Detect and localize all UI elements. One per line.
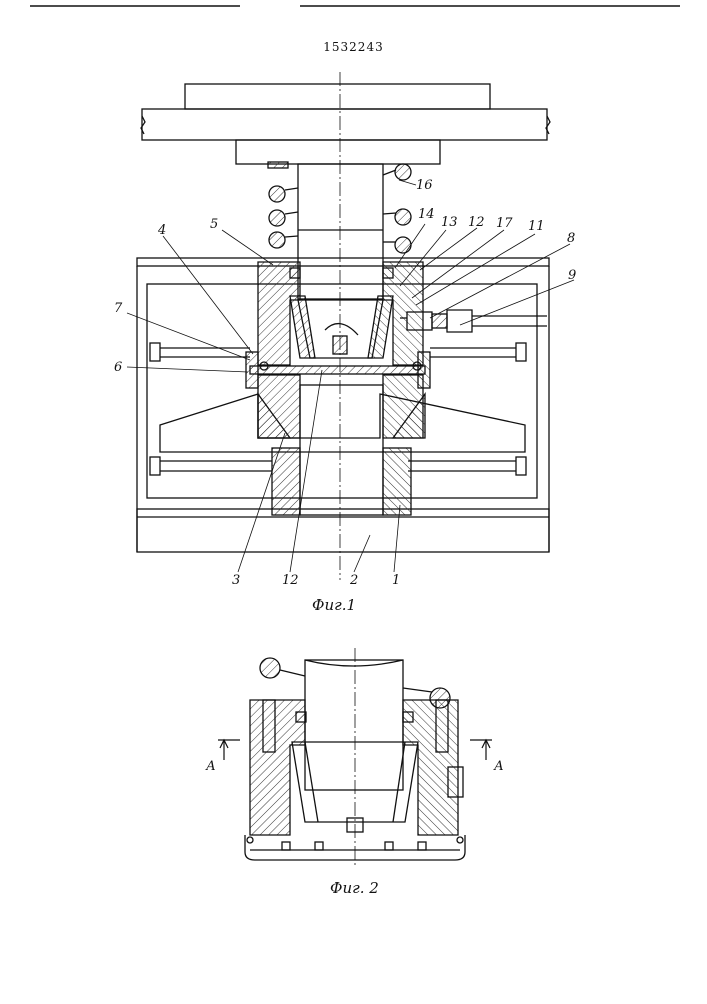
callout-4: 4 [157, 223, 166, 238]
callout-1: 1 [392, 573, 400, 588]
callout-8: 8 [567, 231, 575, 246]
upper-beam [142, 109, 547, 140]
spring-16 [268, 162, 411, 253]
membrane-11 [250, 366, 425, 374]
section-label-right: А [493, 759, 504, 774]
callout-9: 9 [568, 268, 576, 283]
callout-17: 17 [496, 216, 513, 231]
callout-6: 6 [114, 360, 122, 375]
callout-12: 11 [528, 219, 545, 234]
section-label-left: А [205, 759, 216, 774]
patent-number: 1532243 [0, 40, 707, 54]
lower-flange [160, 394, 525, 452]
callout-15: 14 [418, 207, 435, 222]
callout-2: 2 [349, 573, 358, 588]
callout-11: 12 [282, 573, 299, 588]
callout-13: 12 [468, 215, 485, 230]
adapter-plate [236, 140, 440, 164]
figure-2-caption: Фиг. 2 [330, 879, 379, 897]
callout-14: 13 [441, 215, 458, 230]
rod-fig2 [305, 660, 403, 790]
upper-plate [137, 258, 549, 266]
central-bore [300, 385, 383, 515]
callout-3: 3 [232, 573, 240, 588]
callout-16: 16 [416, 178, 433, 193]
callout-7: 7 [114, 301, 123, 316]
figure-1-caption: Фиг.1 [312, 596, 356, 614]
punch-rod [298, 164, 383, 299]
figure-1 [137, 84, 550, 552]
bushing-1 [383, 448, 411, 515]
callout-5: 5 [210, 217, 218, 232]
press-head [185, 84, 490, 109]
